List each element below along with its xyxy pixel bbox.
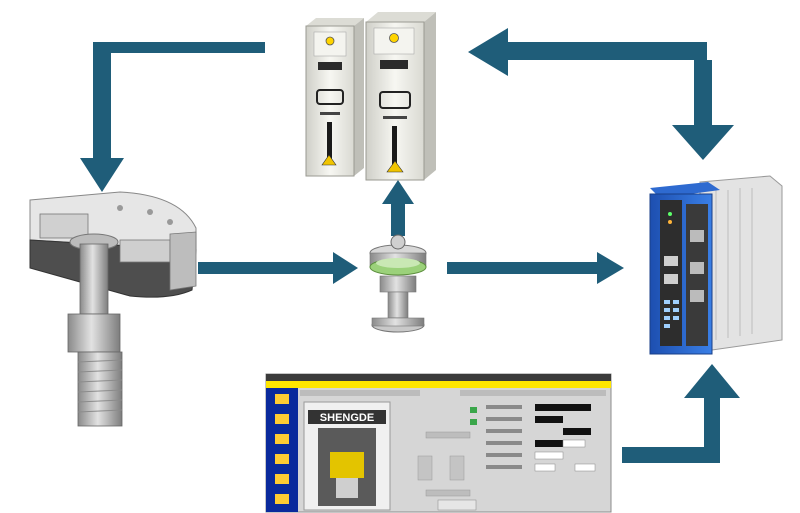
arrow-down-to-controller <box>672 60 734 160</box>
rotary-table-icon <box>29 191 197 427</box>
arrow-hmi-to-controller <box>622 364 740 463</box>
servo-drive-icon <box>305 12 436 181</box>
arrow-sensor-to-drives <box>382 180 414 236</box>
hmi-screen-icon: SHENGDE <box>265 373 612 513</box>
arrow-controller-to-drives <box>468 28 707 76</box>
arrow-drives-to-table <box>80 42 265 192</box>
arrow-sensor-to-controller <box>447 252 624 284</box>
hmi-brand-label: SHENGDE <box>320 412 374 424</box>
arrow-table-to-sensor <box>198 252 358 284</box>
load-cell-sensor-icon <box>369 234 427 333</box>
motion-controller-icon <box>649 175 783 355</box>
